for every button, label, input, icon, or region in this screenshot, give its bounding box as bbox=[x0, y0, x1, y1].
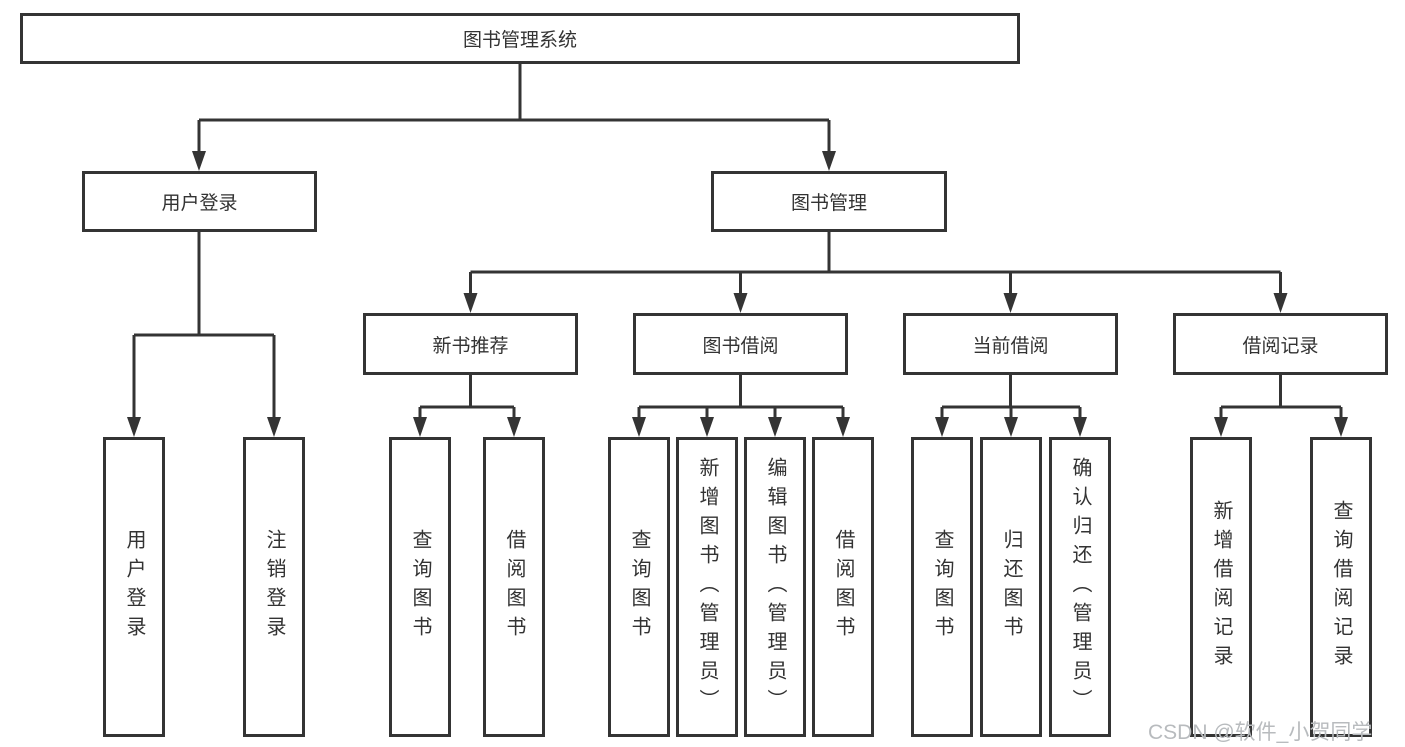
edge-new-books-to-children bbox=[413, 375, 521, 437]
leaf-records-query-label: 查询借阅记录 bbox=[1330, 500, 1352, 674]
leaf-user-login: 用户登录 bbox=[103, 437, 165, 737]
edge-current-to-children bbox=[935, 375, 1087, 437]
leaf-borrow-query: 查询图书 bbox=[608, 437, 670, 737]
node-new-books-label: 新书推荐 bbox=[432, 335, 509, 357]
leaf-records-add: 新增借阅记录 bbox=[1190, 437, 1252, 737]
leaf-newbooks-borrow-label: 借阅图书 bbox=[503, 529, 525, 645]
leaf-borrow-borrow-label: 借阅图书 bbox=[832, 529, 854, 645]
leaf-borrow-edit-admin-label: 编辑图书（管理员） bbox=[764, 456, 786, 718]
leaf-records-add-label: 新增借阅记录 bbox=[1210, 500, 1232, 674]
edge-records-to-children bbox=[1214, 375, 1348, 437]
node-book-borrow-label: 图书借阅 bbox=[702, 335, 779, 357]
node-new-books: 新书推荐 bbox=[363, 313, 578, 375]
edge-borrow-to-children bbox=[632, 375, 850, 437]
node-book-borrow: 图书借阅 bbox=[633, 313, 848, 375]
node-borrow-records-label: 借阅记录 bbox=[1242, 335, 1319, 357]
node-book-mgmt-label: 图书管理 bbox=[790, 193, 867, 214]
leaf-borrow-edit-admin: 编辑图书（管理员） bbox=[744, 437, 806, 737]
node-borrow-records: 借阅记录 bbox=[1173, 313, 1388, 375]
leaf-user-login-label: 用户登录 bbox=[123, 529, 145, 645]
leaf-current-confirm-admin-label: 确认归还（管理员） bbox=[1069, 456, 1091, 718]
leaf-current-query-label: 查询图书 bbox=[931, 529, 953, 645]
leaf-current-confirm-admin: 确认归还（管理员） bbox=[1049, 437, 1111, 737]
leaf-newbooks-query-label: 查询图书 bbox=[409, 529, 431, 645]
leaf-current-return: 归还图书 bbox=[980, 437, 1042, 737]
leaf-newbooks-borrow: 借阅图书 bbox=[483, 437, 545, 737]
node-user-login: 用户登录 bbox=[82, 171, 317, 232]
leaf-logout: 注销登录 bbox=[243, 437, 305, 737]
node-root-label: 图书管理系统 bbox=[462, 30, 577, 51]
node-current-borrow: 当前借阅 bbox=[903, 313, 1118, 375]
leaf-logout-label: 注销登录 bbox=[263, 529, 285, 645]
edge-root-to-level2 bbox=[192, 64, 836, 171]
node-root: 图书管理系统 bbox=[20, 13, 1020, 64]
leaf-current-return-label: 归还图书 bbox=[1000, 529, 1022, 645]
edge-book-mgmt-to-level3 bbox=[463, 232, 1288, 313]
leaf-borrow-add-admin: 新增图书（管理员） bbox=[676, 437, 738, 737]
edge-user-login-to-children bbox=[127, 232, 281, 437]
leaf-borrow-add-admin-label: 新增图书（管理员） bbox=[696, 456, 718, 718]
leaf-current-query: 查询图书 bbox=[911, 437, 973, 737]
leaf-records-query: 查询借阅记录 bbox=[1310, 437, 1372, 737]
node-user-login-label: 用户登录 bbox=[161, 193, 238, 214]
node-book-mgmt: 图书管理 bbox=[711, 171, 947, 232]
watermark: CSDN @软件_小贺同学 bbox=[1148, 721, 1373, 744]
leaf-newbooks-query: 查询图书 bbox=[389, 437, 451, 737]
leaf-borrow-borrow: 借阅图书 bbox=[812, 437, 874, 737]
leaf-borrow-query-label: 查询图书 bbox=[628, 529, 650, 645]
node-current-borrow-label: 当前借阅 bbox=[972, 335, 1049, 357]
